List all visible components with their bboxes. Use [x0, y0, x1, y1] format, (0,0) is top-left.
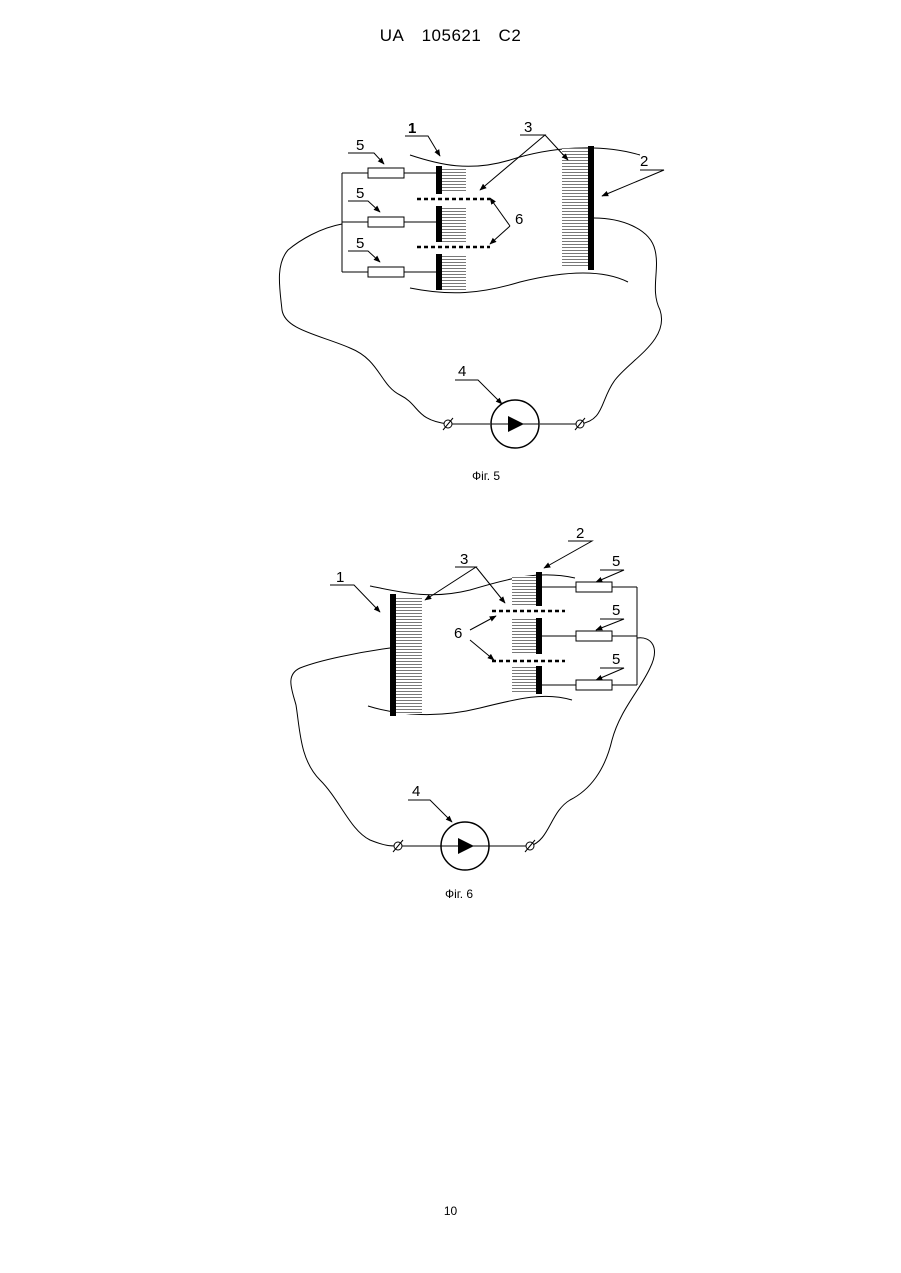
resistor-5	[576, 631, 612, 641]
fig5-label-2: 2	[640, 153, 648, 170]
fig6-label-3: 3	[460, 551, 468, 568]
fig5-caption: Фіг. 5	[472, 469, 500, 483]
tissue-zone-3	[396, 596, 422, 714]
tissue-boundary-top	[410, 148, 640, 167]
fig5-label-1: 1	[408, 120, 416, 137]
fig6-caption: Фіг. 6	[445, 887, 473, 901]
tissue-zone-3	[512, 666, 536, 694]
figure-5	[279, 135, 664, 448]
fig6-label-6: 6	[454, 625, 462, 642]
electrode-2-segment	[536, 666, 542, 694]
fig5-label-6: 6	[515, 211, 523, 228]
tissue-zone-3	[442, 206, 466, 242]
electrode-1	[390, 594, 396, 716]
resistor-5	[368, 168, 404, 178]
fig5-label-5: 5	[356, 137, 364, 154]
electrode-1-segment	[436, 166, 442, 194]
tissue-zone-3	[562, 148, 588, 268]
electrode-1-segment	[436, 206, 442, 242]
fig6-label-5: 5	[612, 602, 620, 619]
resistor-5	[368, 217, 404, 227]
fig5-label-5: 5	[356, 185, 364, 202]
electrode-1-segment	[436, 254, 442, 290]
wire-left	[291, 648, 398, 846]
wire-left	[279, 224, 448, 424]
fig6-label-5: 5	[612, 651, 620, 668]
tissue-zone-3	[512, 576, 536, 606]
fig6-label-1: 1	[336, 569, 344, 586]
tissue-zone-3	[442, 168, 466, 192]
fig6-label-2: 2	[576, 525, 584, 542]
fig5-label-4: 4	[458, 363, 466, 380]
electrode-2	[588, 146, 594, 270]
fig5-label-5: 5	[356, 235, 364, 252]
figure-6	[291, 541, 655, 870]
fig6-label-5: 5	[612, 553, 620, 570]
electrode-2-segment	[536, 618, 542, 654]
electrode-2-segment	[536, 572, 542, 606]
fig6-label-4: 4	[412, 783, 420, 800]
fig5-label-3: 3	[524, 119, 532, 136]
tissue-zone-3	[442, 254, 466, 290]
tissue-zone-3	[512, 618, 536, 654]
tissue-boundary-top	[370, 575, 575, 595]
resistor-5	[368, 267, 404, 277]
resistor-5	[576, 582, 612, 592]
wire-right	[530, 638, 654, 846]
resistor-5	[576, 680, 612, 690]
page-number: 10	[0, 1204, 901, 1218]
